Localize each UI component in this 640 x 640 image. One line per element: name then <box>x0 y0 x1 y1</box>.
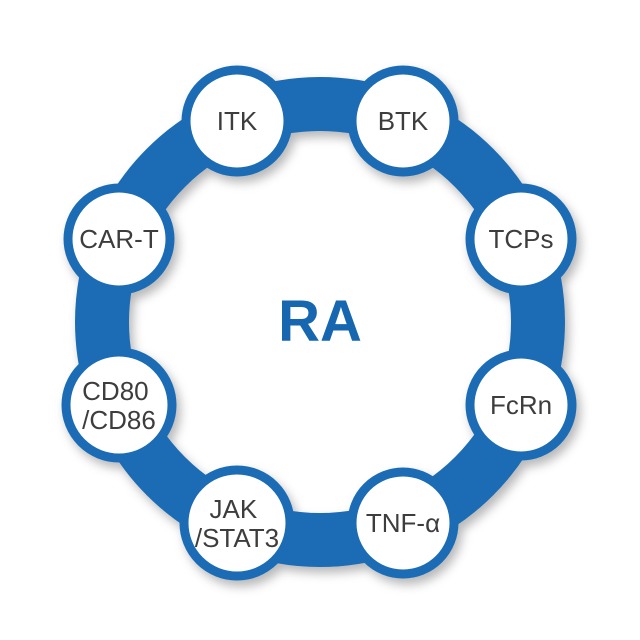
node-itk-label: ITK <box>217 106 258 136</box>
node-car-t-circle <box>63 183 175 295</box>
node-btk-label: BTK <box>378 106 429 136</box>
node-btk-circle <box>347 65 459 177</box>
node-tcps-label: TCPs <box>489 224 554 254</box>
node-jak-stat3-line1: JAK <box>210 494 258 524</box>
node-itk-circle <box>181 65 293 177</box>
node-tnf-alpha-label: TNF-α <box>366 508 440 538</box>
node-cd80-cd86-circle <box>61 347 177 463</box>
node-cd80-cd86: CD80 /CD86 <box>61 347 177 463</box>
node-btk: BTK <box>347 65 459 177</box>
node-tcps: TCPs <box>465 183 577 295</box>
node-tnf-alpha-circle <box>347 467 459 579</box>
node-jak-stat3-line2: /STAT3 <box>195 523 279 553</box>
node-cd80-cd86-label: CD80 /CD86 <box>82 376 156 435</box>
chain-ring <box>75 77 565 567</box>
node-jak-stat3-circle <box>179 465 295 581</box>
node-jak-stat3-label: JAK /STAT3 <box>195 494 279 553</box>
node-tcps-circle <box>465 183 577 295</box>
node-car-t: CAR-T <box>63 183 175 295</box>
node-cd80-cd86-line1: CD80 <box>82 376 148 406</box>
node-cd80-cd86-line2: /CD86 <box>82 405 156 435</box>
node-car-t-label: CAR-T <box>79 224 159 254</box>
node-fcrn-circle <box>465 349 577 461</box>
node-fcrn: FcRn <box>465 349 577 461</box>
node-tnf-alpha: TNF-α <box>347 467 459 579</box>
chain-group: ITK BTK TCPs FcRn TNF-α <box>61 65 577 581</box>
node-jak-stat3: JAK /STAT3 <box>179 465 295 581</box>
node-itk: ITK <box>181 65 293 177</box>
node-fcrn-label: FcRn <box>490 390 552 420</box>
center-label: RA <box>278 289 362 354</box>
